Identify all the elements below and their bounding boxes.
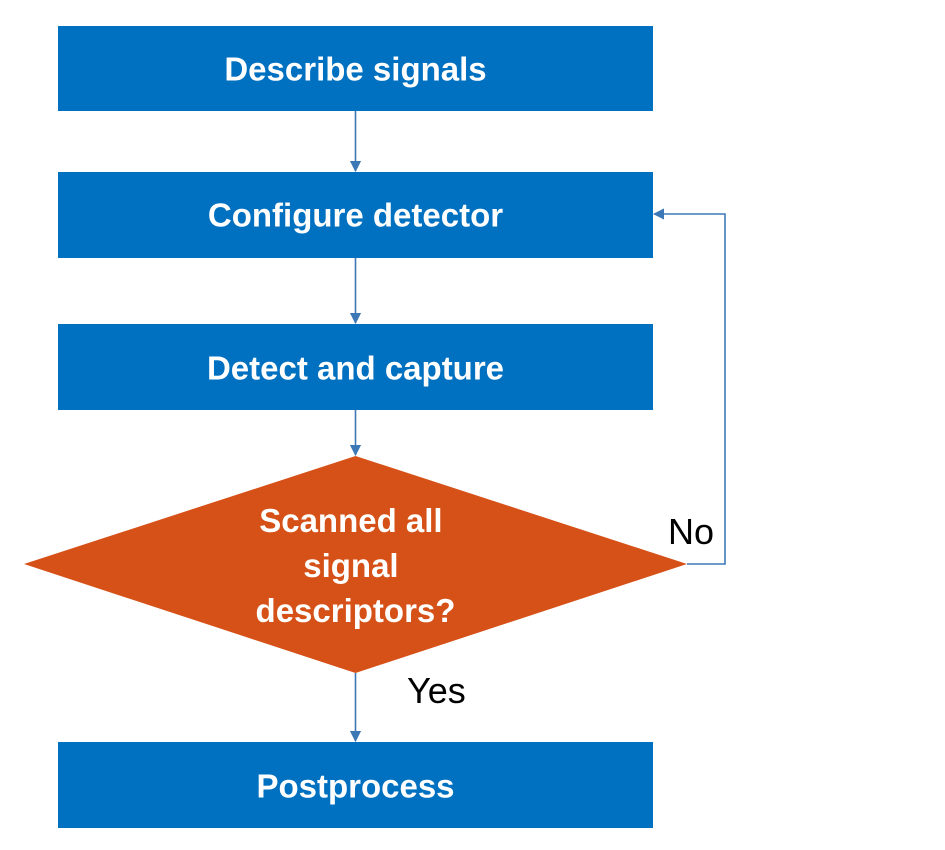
node-detect-and-capture: Detect and capture <box>58 324 653 410</box>
decision-label: Scanned all signal descriptors? <box>256 502 456 629</box>
postprocess-label: Postprocess <box>256 768 454 805</box>
node-postprocess: Postprocess <box>58 742 653 828</box>
describe-signals-label: Describe signals <box>224 51 486 88</box>
node-decision-scanned-all: Scanned all signal descriptors? <box>24 456 687 673</box>
node-describe-signals: Describe signals <box>58 26 653 111</box>
node-configure-detector: Configure detector <box>58 172 653 258</box>
postprocess-box <box>58 742 653 828</box>
decision-label-line-2: signal <box>303 547 398 584</box>
decision-label-line-3: descriptors? <box>256 592 456 629</box>
configure-detector-box <box>58 172 653 258</box>
decision-diamond <box>24 456 687 673</box>
detect-and-capture-box <box>58 324 653 410</box>
describe-signals-box <box>58 26 653 111</box>
edge-label-yes: Yes <box>407 670 466 711</box>
configure-detector-label: Configure detector <box>208 197 503 234</box>
detect-and-capture-label: Detect and capture <box>207 350 504 387</box>
arrow-no-loop-to-configure <box>652 208 726 565</box>
decision-label-line-1: Scanned all <box>259 502 442 539</box>
edge-label-no: No <box>668 511 714 552</box>
